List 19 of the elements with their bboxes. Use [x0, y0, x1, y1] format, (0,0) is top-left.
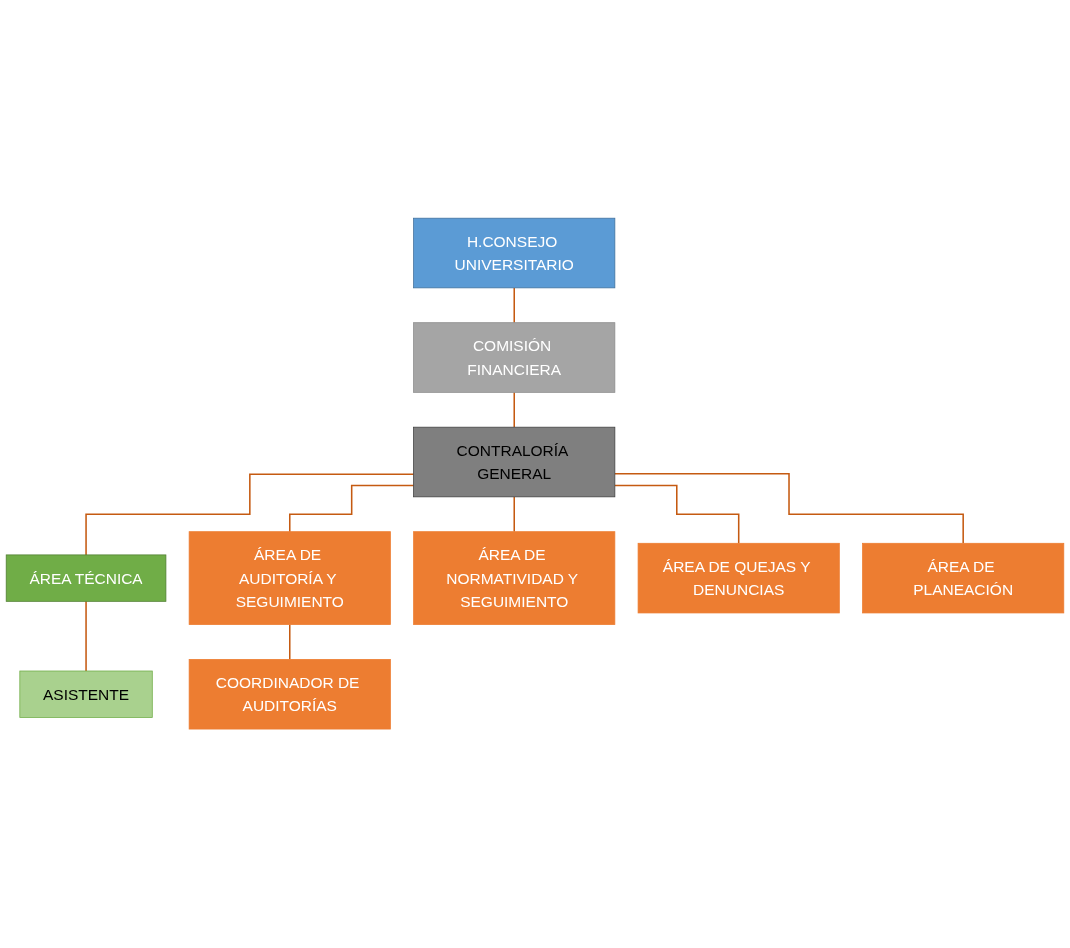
connector — [614, 473, 964, 545]
connector — [614, 485, 740, 545]
node-box: ÁREA TÉCNICA — [5, 554, 167, 603]
connector — [289, 624, 291, 661]
connector — [513, 287, 515, 324]
connector — [85, 600, 87, 673]
connector — [513, 496, 515, 533]
node-box: ÁREA DE QUEJAS Y DENUNCIAS — [637, 543, 840, 614]
connector — [289, 485, 415, 533]
node-box: COMISIÓN FINANCIERA — [413, 322, 616, 394]
node-box: ASISTENTE — [19, 671, 153, 719]
node-box: CONTRALORÍA GENERAL — [413, 427, 616, 498]
connector — [513, 391, 515, 429]
node-box: H.CONSEJO UNIVERSITARIO — [413, 218, 616, 289]
node-box: ÁREA DE PLANEACIÓN — [862, 543, 1065, 614]
connector — [85, 473, 415, 557]
node-box: COORDINADOR DE AUDITORÍAS — [188, 659, 391, 730]
node-box: ÁREA DE AUDITORÍA Y SEGUIMIENTO — [188, 531, 391, 626]
node-box: ÁREA DE NORMATIVIDAD Y SEGUIMIENTO — [413, 531, 616, 626]
